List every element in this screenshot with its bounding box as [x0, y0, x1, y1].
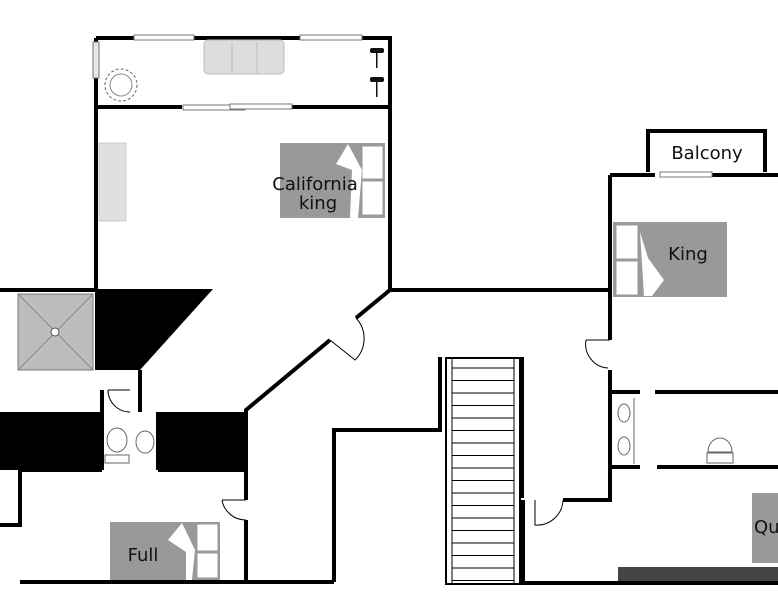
- king-label: King: [668, 244, 708, 265]
- staircase[interactable]: [445, 357, 521, 585]
- walls: [0, 36, 778, 585]
- balcony-label: Balcony: [671, 143, 743, 164]
- full-label: Full: [128, 545, 159, 566]
- full-bed: Full: [110, 522, 220, 580]
- bathroom-fixtures-left: [104, 427, 155, 464]
- california-king-bed: California king: [272, 143, 385, 218]
- dresser: [98, 142, 127, 222]
- bar-stools: [370, 48, 384, 97]
- wall-mass-left: [95, 289, 213, 370]
- sofa: [203, 39, 285, 75]
- queen-bed: Queen: [752, 493, 778, 563]
- shower: [17, 293, 94, 371]
- queen-label: Queen: [754, 517, 778, 538]
- round-table: [104, 68, 138, 102]
- bathroom-fixtures-right: [617, 398, 734, 464]
- king-bed: King: [613, 222, 727, 297]
- windows: [92, 34, 713, 178]
- wall-band-mid: [158, 412, 246, 470]
- doors: [107, 317, 610, 526]
- california-king-label-1: California: [272, 174, 357, 195]
- california-king-label-2: king: [299, 193, 337, 214]
- rug: [618, 567, 778, 581]
- wall-band-left: [0, 412, 102, 470]
